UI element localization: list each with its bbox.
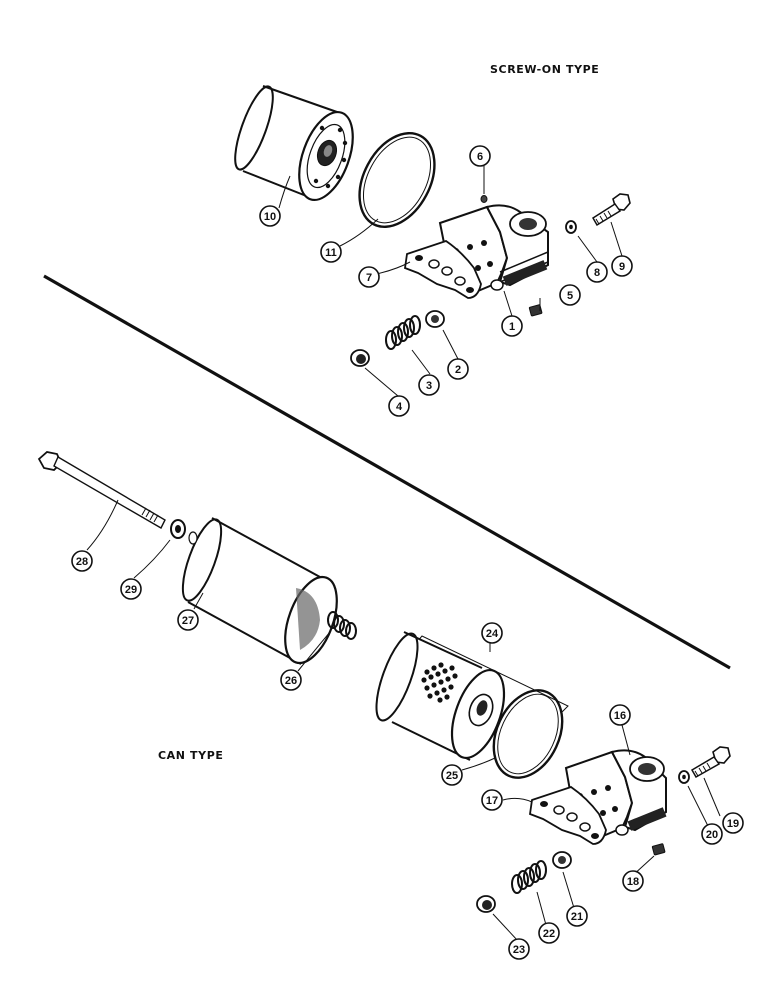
callouts: 10 11 6 7 1 5 8 9 2 3 4 28 29 27 26 24 2… [71,145,744,960]
can-cap-screw-part [690,746,731,779]
svg-text:7: 7 [366,272,372,284]
head-gasket-part [404,240,482,299]
callout-28: 28 [71,550,93,572]
svg-text:5: 5 [567,290,573,302]
callout-2: 2 [447,358,469,380]
leader-lines-top [278,166,623,397]
callout-21: 21 [566,905,588,927]
callout-4: 4 [388,395,410,417]
svg-text:25: 25 [446,770,458,782]
callout-7: 7 [358,266,380,288]
can-pipe-plug-part [651,843,666,856]
svg-text:1: 1 [509,321,515,333]
can-head-gasket-part [529,786,607,845]
svg-text:24: 24 [486,628,499,640]
svg-text:2: 2 [455,364,461,376]
svg-text:21: 21 [571,911,583,923]
svg-text:28: 28 [76,556,88,568]
svg-text:26: 26 [285,675,297,687]
callout-26: 26 [280,669,302,691]
svg-text:20: 20 [706,829,718,841]
svg-text:19: 19 [727,818,739,830]
center-bolt-part [37,451,166,529]
callout-20: 20 [701,823,723,845]
svg-text:16: 16 [614,710,626,722]
lock-washer-part [565,220,577,234]
callout-8: 8 [586,261,608,283]
callout-11: 11 [320,241,342,263]
filter-can-part [181,517,338,665]
svg-text:11: 11 [325,247,337,259]
callout-1: 1 [501,315,523,337]
callout-10: 10 [259,205,281,227]
valve-nut-part [425,310,445,328]
can-gasket-ring-part [492,689,564,779]
spin-on-filter-part [234,85,354,202]
callout-16: 16 [609,704,631,726]
svg-text:22: 22 [543,928,555,940]
cap-screw-part [591,193,631,227]
svg-text:6: 6 [477,151,483,163]
can-lock-washer-part [678,770,690,784]
callout-3: 3 [418,374,440,396]
callout-9: 9 [611,255,633,277]
svg-text:29: 29 [125,584,137,596]
pipe-plug-part [528,304,543,317]
can-valve-nut-part [552,851,572,869]
callout-27: 27 [177,609,199,631]
filter-element-part [375,631,506,761]
callout-23: 23 [508,938,530,960]
section-divider-line [43,274,731,670]
svg-text:23: 23 [513,944,525,956]
callout-19: 19 [722,812,744,834]
gasket-ring-part [358,132,436,228]
callout-22: 22 [538,922,560,944]
bolt-washer-part [170,519,186,539]
svg-text:17: 17 [486,795,498,807]
svg-text:18: 18 [627,876,639,888]
callout-29: 29 [120,578,142,600]
callout-17: 17 [481,789,503,811]
can-cup-plug-part [476,895,496,913]
callout-24: 24 [481,622,503,644]
cup-plug-part [350,349,370,367]
svg-text:4: 4 [396,401,403,413]
can-type-caption: CAN TYPE [158,749,223,762]
callout-5: 5 [559,284,581,306]
callout-6: 6 [469,145,491,167]
screw-on-type-caption: SCREW-ON TYPE [490,63,599,76]
can-spring-part [327,611,357,640]
callout-18: 18 [622,870,644,892]
svg-text:10: 10 [264,211,276,223]
callout-25: 25 [441,764,463,786]
can-relief-spring-part [511,860,547,894]
svg-text:8: 8 [594,267,600,279]
relief-spring-part [385,315,421,350]
svg-text:9: 9 [619,261,625,273]
small-plug-part [480,195,488,203]
svg-text:27: 27 [182,615,194,627]
svg-text:3: 3 [426,380,432,392]
